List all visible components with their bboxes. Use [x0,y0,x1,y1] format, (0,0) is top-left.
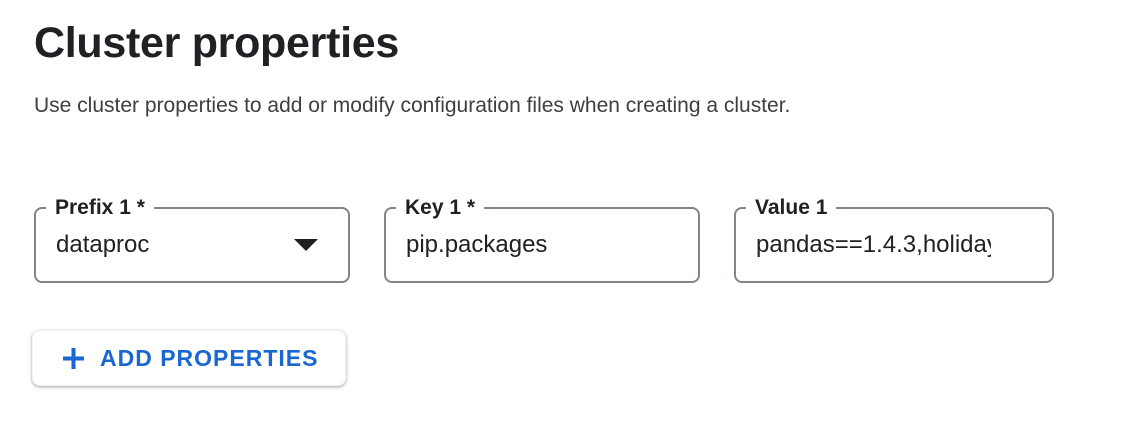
key-field: Key 1 * [384,195,700,283]
add-properties-button[interactable]: ADD PROPERTIES [32,330,347,386]
section-description: Use cluster properties to add or modify … [34,94,791,117]
key-input[interactable] [406,231,674,259]
value-label: Value 1 [746,195,837,220]
prefix-selected-value: dataproc [56,231,150,258]
add-properties-label: ADD PROPERTIES [100,344,319,371]
prefix-label: Prefix 1 * [46,195,154,220]
key-label: Key 1 * [396,195,485,220]
plus-icon [63,347,84,369]
chevron-down-icon [294,239,318,251]
property-row-1: Prefix 1 * dataproc Key 1 * Value 1 [34,195,1122,283]
value-field: Value 1 [734,195,1054,283]
page-title: Cluster properties [34,19,399,67]
cluster-properties-section: Cluster properties Use cluster propertie… [0,22,1122,432]
prefix-select[interactable]: Prefix 1 * dataproc [34,195,350,283]
value-input[interactable] [756,231,991,259]
